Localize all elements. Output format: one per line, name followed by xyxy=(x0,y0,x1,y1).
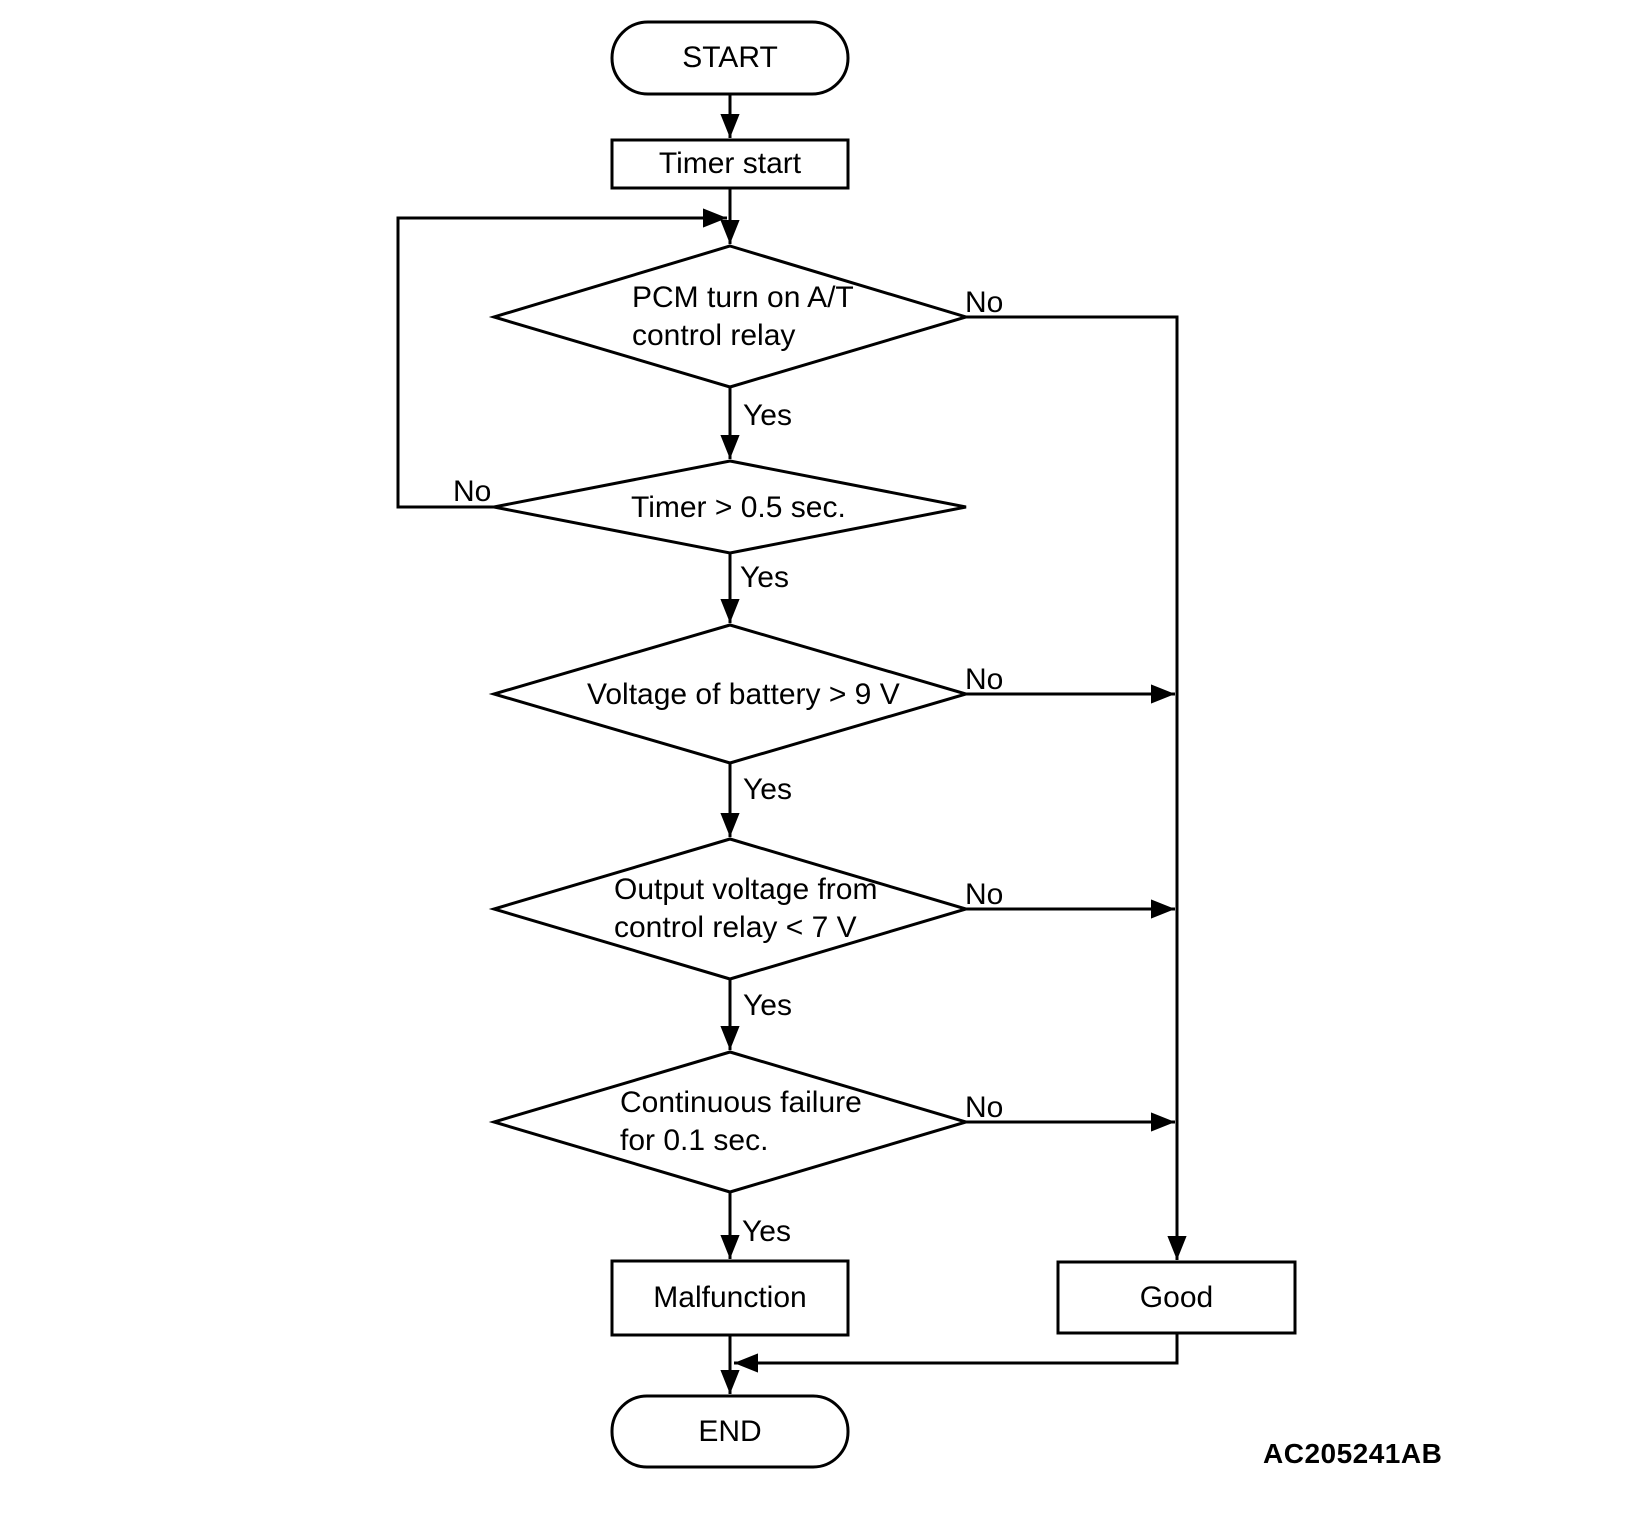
no-label-pcm-relay: No xyxy=(965,286,1004,319)
continuous-failure-label-line1: Continuous failure xyxy=(620,1086,862,1119)
decision-pcm-relay-shape xyxy=(488,244,972,389)
no-label-continuous-failure: No xyxy=(965,1091,1004,1124)
decision-battery-voltage-shape xyxy=(488,623,972,765)
terminator-start-shape xyxy=(610,20,850,96)
no-label-battery-voltage: No xyxy=(965,663,1004,696)
yes-label-output-voltage: Yes xyxy=(743,989,792,1022)
battery-voltage-label: Voltage of battery > 9 V xyxy=(587,678,900,711)
decision-continuous-failure-shape xyxy=(488,1050,972,1194)
timer-check-label: Timer > 0.5 sec. xyxy=(631,491,846,524)
output-voltage-label-line2: control relay < 7 V xyxy=(614,911,857,944)
figure-code: AC205241AB xyxy=(1263,1438,1443,1469)
good-label: Good xyxy=(1139,1280,1214,1314)
yes-label-continuous-failure: Yes xyxy=(742,1215,791,1248)
output-voltage-label: Output voltage from control relay < 7 V xyxy=(614,871,877,947)
no-label-output-voltage: No xyxy=(965,878,1004,911)
continuous-failure-label-line2: for 0.1 sec. xyxy=(620,1124,769,1157)
continuous-failure-label: Continuous failure for 0.1 sec. xyxy=(620,1084,862,1160)
edge-good-to-end xyxy=(734,1333,1179,1373)
yes-label-timer-check: Yes xyxy=(740,561,789,594)
output-voltage-label-line1: Output voltage from xyxy=(614,873,878,906)
timer-start-label: Timer start xyxy=(658,147,802,180)
yes-label-battery-voltage: Yes xyxy=(743,773,792,806)
process-timer-start-shape xyxy=(610,138,850,190)
process-malfunction-shape xyxy=(610,1259,850,1337)
edge-timer-check-no-loop xyxy=(396,208,727,509)
start-label: START xyxy=(682,41,778,74)
edge-pcm-relay-no-to-good xyxy=(966,315,1187,1260)
yes-label-pcm-relay: Yes xyxy=(743,399,792,432)
decision-output-voltage-shape xyxy=(488,837,972,981)
process-good-shape xyxy=(1056,1260,1297,1335)
pcm-relay-label-line2: control relay xyxy=(632,319,796,352)
malfunction-label: Malfunction xyxy=(653,1281,807,1314)
pcm-relay-label-line1: PCM turn on A/T xyxy=(632,281,854,314)
no-label-timer-check: No xyxy=(453,475,492,508)
pcm-relay-label: PCM turn on A/T control relay xyxy=(632,279,854,355)
end-label: END xyxy=(698,1414,762,1448)
terminator-end-shape xyxy=(610,1394,850,1469)
decision-timer-check-shape xyxy=(493,459,967,555)
